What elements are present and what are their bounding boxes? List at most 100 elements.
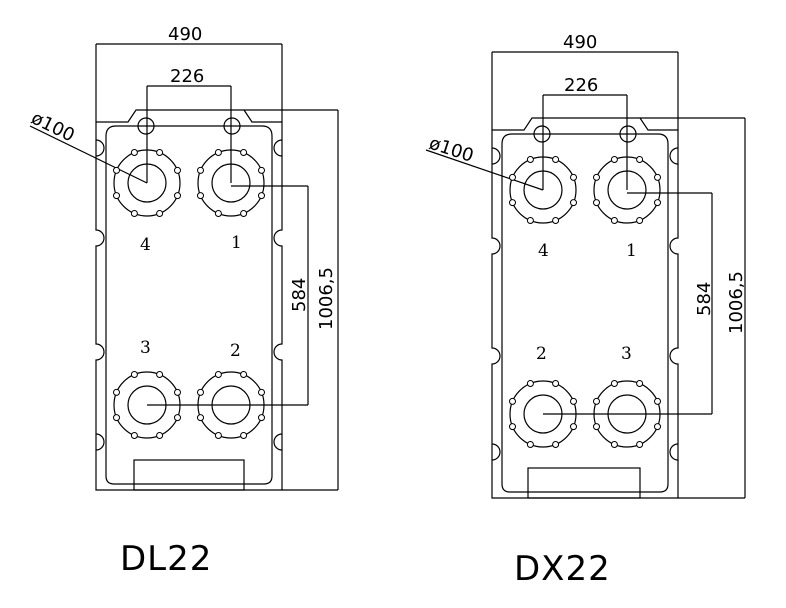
plate-dx22: 490 226 ø100 584 1006,5 4 1 2 3 DX22 (425, 32, 747, 589)
port-diameter-leader (29, 125, 148, 184)
bolt-hole (509, 199, 516, 207)
bolt-hole (509, 397, 516, 405)
bolt-hole (258, 414, 265, 422)
port-label: 1 (231, 233, 242, 253)
bolt-hole (258, 388, 265, 396)
bolt-hole (610, 380, 618, 387)
bolt-hole (174, 388, 181, 396)
bolt-hole (197, 192, 204, 200)
bolt-hole (156, 149, 164, 156)
bolt-hole (570, 199, 577, 207)
bolt-hole (570, 173, 577, 181)
bolt-hole (174, 166, 181, 174)
bolt-hole (570, 397, 577, 405)
bolt-hole (240, 371, 248, 378)
guide-hole (619, 125, 637, 143)
edge-notch (669, 443, 679, 461)
bolt-hole (113, 388, 120, 396)
model-label: DL22 (120, 539, 212, 579)
bolt-hole (552, 380, 560, 387)
edge-notch (95, 139, 105, 157)
edge-notch (273, 139, 283, 157)
bolt-hole (526, 380, 534, 387)
bolt-hole (258, 166, 265, 174)
bolt-hole (636, 217, 644, 224)
bolt-hole (130, 432, 138, 439)
port-diameter-leader (425, 149, 544, 191)
bolt-hole (654, 199, 661, 207)
plate-inner-outline-dl22 (105, 125, 273, 485)
bolt-hole (156, 432, 164, 439)
plate-inner-outline-dx22 (501, 133, 669, 493)
bolt-hole (654, 397, 661, 405)
bolt-hole (113, 166, 120, 174)
bolt-hole (197, 166, 204, 174)
bolt-hole (113, 192, 120, 200)
bolt-hole (526, 441, 534, 448)
dim-overall-label: 1006,5 (316, 267, 337, 330)
bolt-hole (610, 156, 618, 163)
dim-port-spacing-label: 226 (564, 75, 598, 96)
dim-overall-label: 1006,5 (726, 271, 747, 334)
dim-584-label: 584 (289, 278, 310, 312)
bolt-hole (593, 173, 600, 181)
bolt-hole (240, 432, 248, 439)
bolt-hole (636, 441, 644, 448)
bolt-hole (156, 210, 164, 217)
port-label: 3 (621, 344, 632, 364)
guide-hole (137, 117, 155, 135)
guide-hole (533, 125, 551, 143)
bolt-hole (240, 149, 248, 156)
bolt-hole (552, 441, 560, 448)
bolt-hole (636, 380, 644, 387)
bottom-slot (133, 459, 245, 491)
bolt-hole (552, 156, 560, 163)
bolt-hole (593, 199, 600, 207)
edge-notch (491, 443, 501, 461)
bolt-hole (130, 210, 138, 217)
bolt-hole (113, 414, 120, 422)
bolt-hole (258, 192, 265, 200)
bolt-hole (509, 423, 516, 431)
port-label: 1 (626, 241, 637, 261)
plate-outline-dl22 (95, 109, 283, 491)
port-label: 4 (140, 235, 151, 255)
bolt-hole (526, 156, 534, 163)
bottom-slot (527, 467, 641, 499)
bolt-hole (654, 423, 661, 431)
bolt-hole (240, 210, 248, 217)
plate-dl22: 490 226 ø100 584 1006,5 4 1 3 2 DL22 (28, 24, 339, 579)
port-diameter-label: ø100 (426, 133, 476, 167)
bolt-hole (593, 397, 600, 405)
bolt-hole (214, 371, 222, 378)
bolt-hole (570, 423, 577, 431)
bolt-hole (214, 149, 222, 156)
bolt-hole (214, 210, 222, 217)
bolt-hole (610, 217, 618, 224)
bolt-hole (174, 192, 181, 200)
bolt-hole (526, 217, 534, 224)
edge-notch (491, 147, 501, 165)
dim-port-spacing-label: 226 (170, 66, 204, 87)
edge-notch (95, 433, 105, 451)
edge-notch (273, 433, 283, 451)
port-diameter-label: ø100 (28, 108, 78, 147)
bolt-hole (654, 173, 661, 181)
edge-notch (669, 147, 679, 165)
bolt-hole (509, 173, 516, 181)
guide-hole (223, 117, 241, 135)
plate-outline-dx22 (491, 117, 679, 499)
bolt-hole (610, 441, 618, 448)
port-label: 4 (538, 241, 549, 261)
bolt-hole (636, 156, 644, 163)
bolt-hole (130, 371, 138, 378)
bolt-hole (552, 217, 560, 224)
bolt-hole (197, 388, 204, 396)
bolt-hole (593, 423, 600, 431)
dim-width-label: 490 (168, 24, 202, 45)
dim-584-label: 584 (694, 282, 715, 316)
bolt-hole (174, 414, 181, 422)
port-label: 3 (140, 338, 151, 358)
bolt-hole (156, 371, 164, 378)
